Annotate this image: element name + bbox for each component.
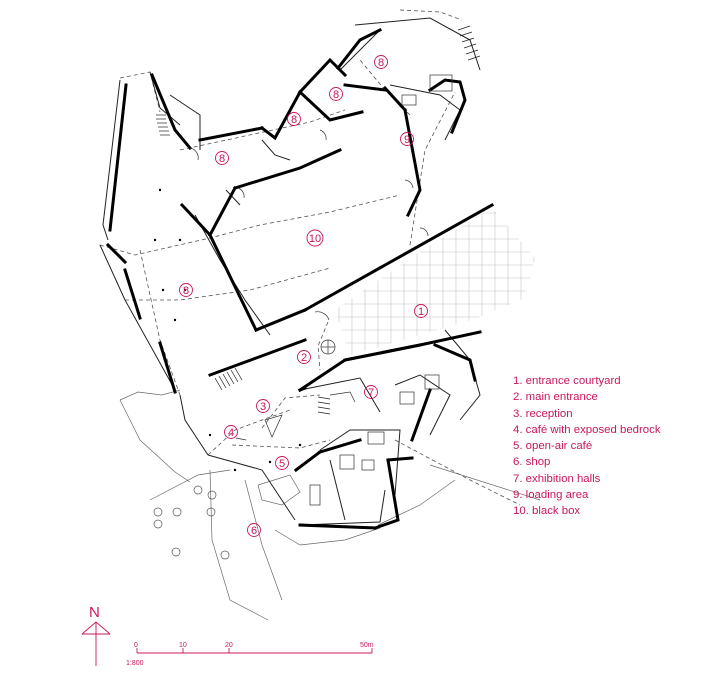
scale-tick-0: 0 (134, 642, 138, 649)
zone-marker-z8e: 8 (179, 283, 193, 297)
zone-number: 8 (183, 285, 189, 297)
zone-number: 5 (279, 458, 285, 470)
zone-number: 2 (301, 352, 307, 364)
zone-ring (329, 87, 343, 101)
north-arrow-icon (81, 621, 111, 666)
zone-number: 3 (260, 401, 266, 413)
legend: 1. entrance courtyard 2. main entrance 3… (513, 373, 661, 520)
legend-item: 7. exhibition halls (513, 472, 601, 485)
zone-marker-z8d: 8 (215, 151, 229, 165)
site-lines (119, 389, 541, 621)
zone-ring (247, 523, 261, 537)
scale-tick-20: 20 (225, 642, 233, 649)
zone-markers: 8 8 8 8 8 9 10 1 2 3 4 5 6 7 (179, 55, 428, 537)
legend-item: 4. café with exposed bedrock (513, 423, 661, 436)
main-walls (105, 27, 495, 530)
legend-item: 5. open-air café (513, 440, 593, 453)
zone-number: 1 (418, 306, 424, 318)
zone-marker-z10: 10 (306, 229, 324, 247)
zone-marker-z8b: 8 (329, 87, 343, 101)
dashed-outlines (99, 9, 521, 506)
north-label: N (89, 604, 100, 621)
zone-ring (275, 456, 289, 470)
zone-number: 6 (251, 525, 257, 537)
zone-ring (287, 112, 301, 126)
legend-item: 2. main entrance (513, 391, 598, 404)
stairs (156, 25, 481, 415)
zone-marker-z1: 1 (414, 304, 428, 318)
zone-ring (364, 385, 378, 399)
trees (153, 485, 230, 560)
zone-ring (256, 399, 270, 413)
north-arrow: N (81, 604, 111, 666)
zone-marker-z3: 3 (256, 399, 270, 413)
zone-number: 10 (309, 233, 321, 245)
zone-marker-z2: 2 (297, 350, 311, 364)
zone-number: 8 (219, 153, 225, 165)
legend-item: 10. black box (513, 505, 581, 518)
scale-tick-10: 10 (179, 642, 187, 649)
scale-tick-50: 50m (360, 642, 374, 649)
zone-number: 4 (228, 427, 234, 439)
zone-ring (400, 132, 414, 146)
zone-marker-z8c: 8 (287, 112, 301, 126)
legend-item: 6. shop (513, 456, 551, 469)
legend-item: 3. reception (513, 407, 573, 420)
scale-bar: 0 10 20 50m 1:800 (126, 642, 374, 667)
zone-ring (179, 283, 193, 297)
zone-number: 8 (333, 89, 339, 101)
secondary-walls (99, 17, 481, 526)
zone-marker-z8a: 8 (374, 55, 388, 69)
zone-marker-z7: 7 (364, 385, 378, 399)
legend-item: 9. loading area (513, 489, 589, 502)
zone-marker-z6: 6 (247, 523, 261, 537)
zone-number: 8 (378, 57, 384, 69)
zone-marker-z9: 9 (400, 132, 414, 146)
zone-marker-z4: 4 (224, 425, 238, 439)
zone-number: 9 (404, 134, 410, 146)
zone-number: 7 (368, 387, 374, 399)
zone-ring (374, 55, 388, 69)
columns (153, 188, 302, 472)
zone-number: 8 (291, 114, 297, 126)
zone-ring (414, 304, 428, 318)
door-details (189, 74, 453, 506)
scale-ratio: 1:800 (126, 660, 144, 667)
zone-marker-z5: 5 (275, 456, 289, 470)
zone-ring (215, 151, 229, 165)
legend-item: 1. entrance courtyard (513, 375, 621, 387)
zone-ring (297, 350, 311, 364)
zone-ring (306, 229, 324, 247)
zone-ring (224, 425, 238, 439)
